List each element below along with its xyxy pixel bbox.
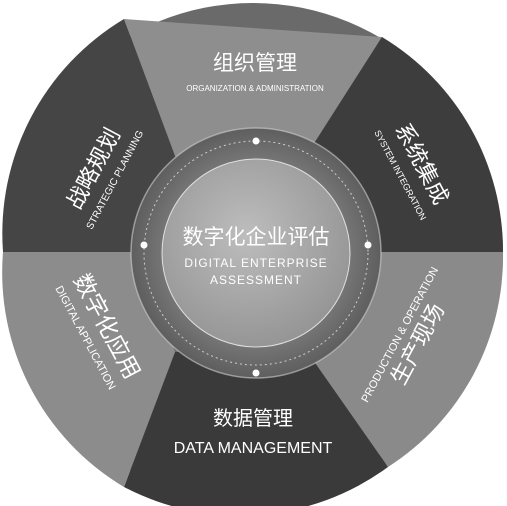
segment-org xyxy=(124,19,382,156)
center-title-zh: 数字化企业评估 xyxy=(183,225,330,249)
orbit-dot-top xyxy=(252,137,260,145)
orbit-dot-bottom xyxy=(252,369,260,377)
inner-ring-edge xyxy=(130,127,382,379)
orbit-dot-right xyxy=(364,241,372,249)
segment-plan xyxy=(2,19,176,252)
center-hub xyxy=(161,158,351,348)
segment-org-label-zh: 组织管理 xyxy=(213,51,297,75)
segment-data-label-zh: 数据管理 xyxy=(213,406,293,430)
center-title-en-line2: ASSESSMENT xyxy=(210,273,302,287)
dashed-orbit xyxy=(143,140,369,366)
orbit-dot-left xyxy=(140,241,148,249)
segment-data xyxy=(124,350,388,506)
center-title-en-line1: DIGITAL ENTERPRISE xyxy=(184,256,327,270)
segment-org-label-en: ORGANIZATION & ADMINISTRATION xyxy=(186,84,324,93)
segment-data-label-en: DATA MANAGEMENT xyxy=(174,440,333,457)
segment-app xyxy=(2,252,175,487)
